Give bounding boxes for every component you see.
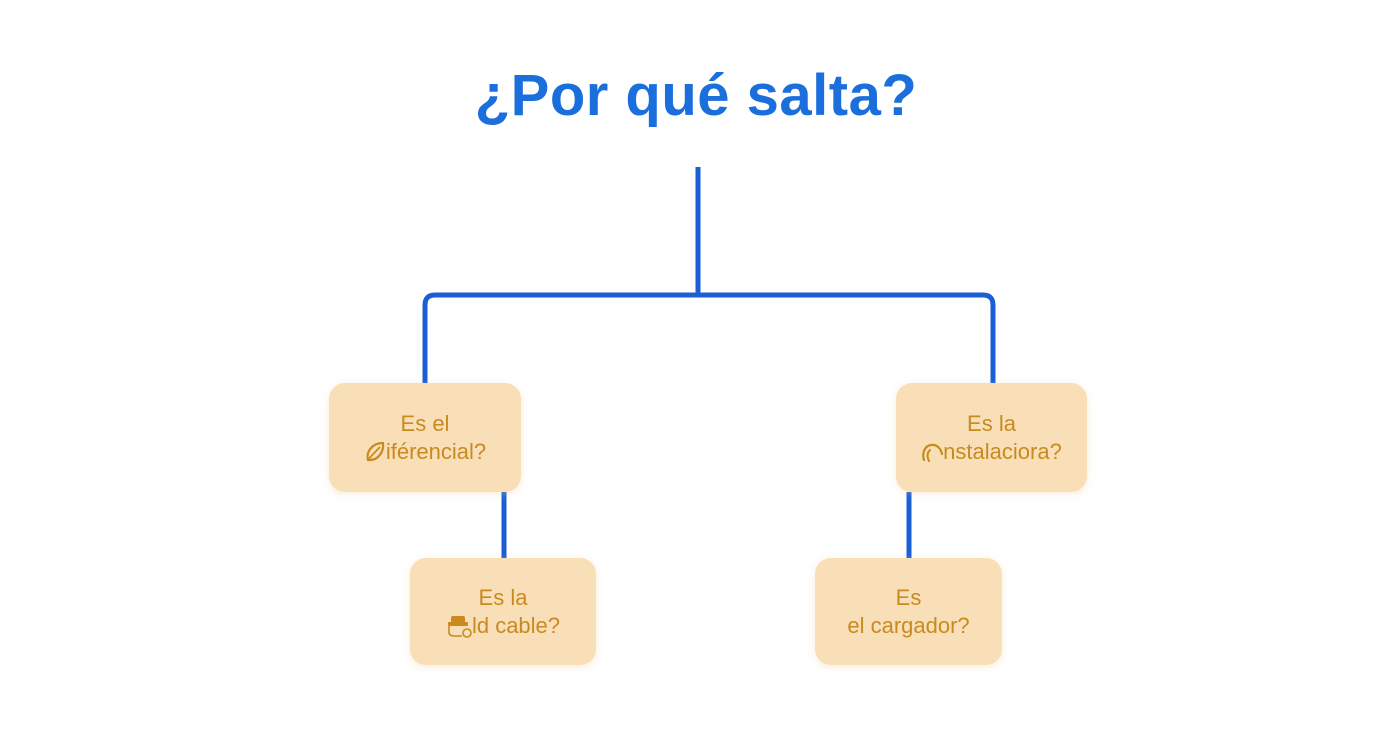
node-instalacion-line1: Es la (967, 410, 1016, 436)
node-cargador: Es el cargador? (815, 558, 1002, 665)
node-diferencial: Es el iférencial? (329, 383, 521, 492)
diagram-title: ¿Por qué salta? (474, 63, 918, 128)
node-instalacion-line2: nstalaciora? (943, 438, 1062, 464)
node-cable-line2: ld cable? (471, 612, 561, 638)
node-instalacion: Es la nstalaciora? (896, 383, 1087, 492)
node-cargador-line2: el cargador? (847, 612, 970, 638)
node-cable: Es la ld cable? (410, 558, 596, 665)
node-diferencial-line2: iférencial? (385, 438, 487, 464)
node-diferencial-line1: Es el (400, 410, 450, 436)
arc-icon (921, 440, 944, 464)
leaf-icon (364, 440, 386, 464)
node-cable-line1: Es la (478, 584, 528, 610)
branch-connector (422, 292, 996, 383)
node-cargador-line1: Es (895, 584, 922, 610)
plug-cable-icon (446, 614, 472, 638)
